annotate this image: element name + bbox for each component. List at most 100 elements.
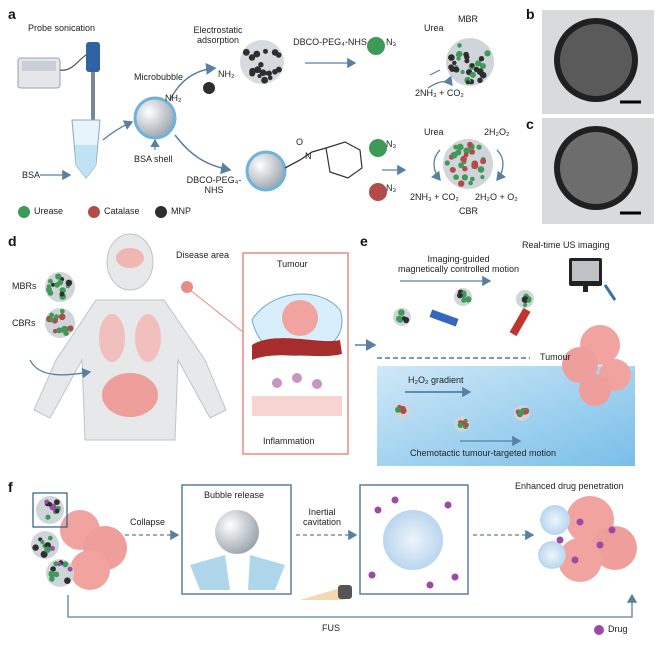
sphere-speckle [398, 309, 405, 316]
sphere-speckle [448, 54, 455, 61]
brain [116, 248, 144, 268]
nh2-label-1: NH₂ [165, 93, 182, 103]
mbr-label: MBR [458, 14, 478, 24]
sphere-speckle [49, 312, 54, 318]
reaction-bottom-right-label: 2H₂O + O₂ [475, 192, 518, 202]
sphere-speckle [455, 52, 461, 57]
panel-label-e: e [360, 233, 368, 249]
sphere-speckle [526, 298, 532, 303]
sphere-speckle [479, 71, 487, 79]
sphere-speckle [468, 180, 473, 186]
drug-dot [596, 541, 604, 549]
tumour-label-d: Tumour [277, 259, 308, 269]
sphere-speckle [463, 51, 469, 58]
sphere-speckle [62, 561, 69, 568]
sphere-speckle [478, 56, 485, 62]
sphere-speckle [450, 151, 458, 159]
sphere-speckle [480, 158, 487, 165]
sphere-speckle [464, 58, 470, 64]
sphere-speckle [263, 48, 268, 54]
drug-dot [444, 501, 452, 509]
h2o2-bottom-label: 2H₂O₂ [484, 127, 510, 137]
sphere-speckle [453, 144, 459, 150]
reaction-top-label: 2NH₃ + CO₂ [415, 88, 464, 98]
inflammation-tissue [252, 396, 342, 416]
panel-f [31, 484, 638, 635]
sphere-speckle [465, 296, 472, 303]
sphere-speckle [56, 327, 62, 334]
catalase-ball [369, 183, 387, 201]
sphere-speckle [470, 176, 475, 182]
n-link-label: N [305, 151, 312, 161]
panel-label-d: d [8, 233, 17, 249]
sphere-speckle [46, 286, 52, 293]
panel-b [542, 10, 654, 114]
sphere-speckle [469, 63, 475, 68]
fus-label: FUS [322, 623, 340, 633]
sphere-speckle [464, 422, 469, 428]
nh2-label-2: NH₂ [218, 69, 235, 79]
sphere-speckle [471, 162, 479, 170]
sonicator-probe [86, 42, 100, 72]
disease-area-label: Disease area [176, 250, 230, 260]
sphere-speckle [473, 66, 480, 73]
drug-dot [391, 496, 399, 504]
tumour-cluster-f-left [60, 510, 127, 590]
cbrs-sphere [45, 308, 75, 338]
sphere-speckle [480, 175, 485, 180]
sphere-speckle [477, 166, 485, 173]
inertial-cavitation-label: Inertial cavitation [303, 507, 342, 527]
sphere-speckle [40, 550, 48, 558]
panel-e [377, 258, 635, 466]
sphere-speckle [275, 52, 282, 58]
sphere-speckle [58, 313, 66, 321]
sphere-speckle [49, 546, 55, 551]
tumour-cluster-f-right [538, 496, 637, 582]
drug-dot [556, 536, 564, 544]
fus-transducer [338, 585, 352, 599]
legend-mnp: MNP [171, 206, 191, 216]
sphere-speckle [456, 143, 464, 151]
urease-ball-top [367, 37, 385, 55]
sphere-speckle [467, 141, 473, 148]
cavitation-cloud [383, 510, 443, 570]
drug-legend-dot [594, 625, 604, 635]
urea-top-label: Urea [424, 23, 444, 33]
sphere-speckle [457, 292, 463, 299]
sphere-speckle [54, 314, 59, 320]
drug-dot [571, 556, 579, 564]
drug-dot [608, 526, 616, 534]
sphere-speckle [453, 174, 459, 180]
sphere-speckle [67, 566, 73, 572]
sphere-speckle [64, 577, 71, 584]
lung-right [135, 314, 161, 362]
sphere-speckle [463, 147, 471, 154]
sphere-speckle [59, 308, 65, 314]
sphere-speckle [476, 144, 482, 150]
realtime-us-label: Real-time US imaging [522, 240, 610, 250]
legend-catalase: Catalase [104, 206, 140, 216]
collapse-label: Collapse [130, 517, 166, 527]
microbubble-label: Microbubble [134, 72, 184, 82]
us-probe [603, 284, 617, 301]
n3-label-mid: N₃ [386, 139, 397, 149]
sphere-speckle [257, 74, 262, 78]
sphere-speckle [48, 570, 56, 578]
sphere-speckle [450, 167, 456, 173]
sphere-speckle [59, 291, 65, 297]
imaging-guided-label: Imaging-guided magnetically controlled m… [398, 254, 520, 274]
sphere-speckle [63, 330, 69, 337]
sphere-speckle [475, 60, 482, 67]
cbr-sphere [443, 139, 493, 189]
sphere-speckle [456, 56, 461, 61]
sphere-speckle [49, 576, 55, 582]
bubble-release-label: Bubble release [204, 490, 265, 500]
sphere-speckle [452, 60, 457, 66]
sphere-speckle [49, 317, 55, 323]
sphere-speckle [50, 566, 56, 572]
sphere-speckle [248, 54, 256, 61]
sphere-speckle [469, 71, 476, 78]
sphere-speckle [258, 61, 264, 68]
sphere-speckle [264, 71, 269, 76]
panel-label-c: c [526, 116, 534, 132]
